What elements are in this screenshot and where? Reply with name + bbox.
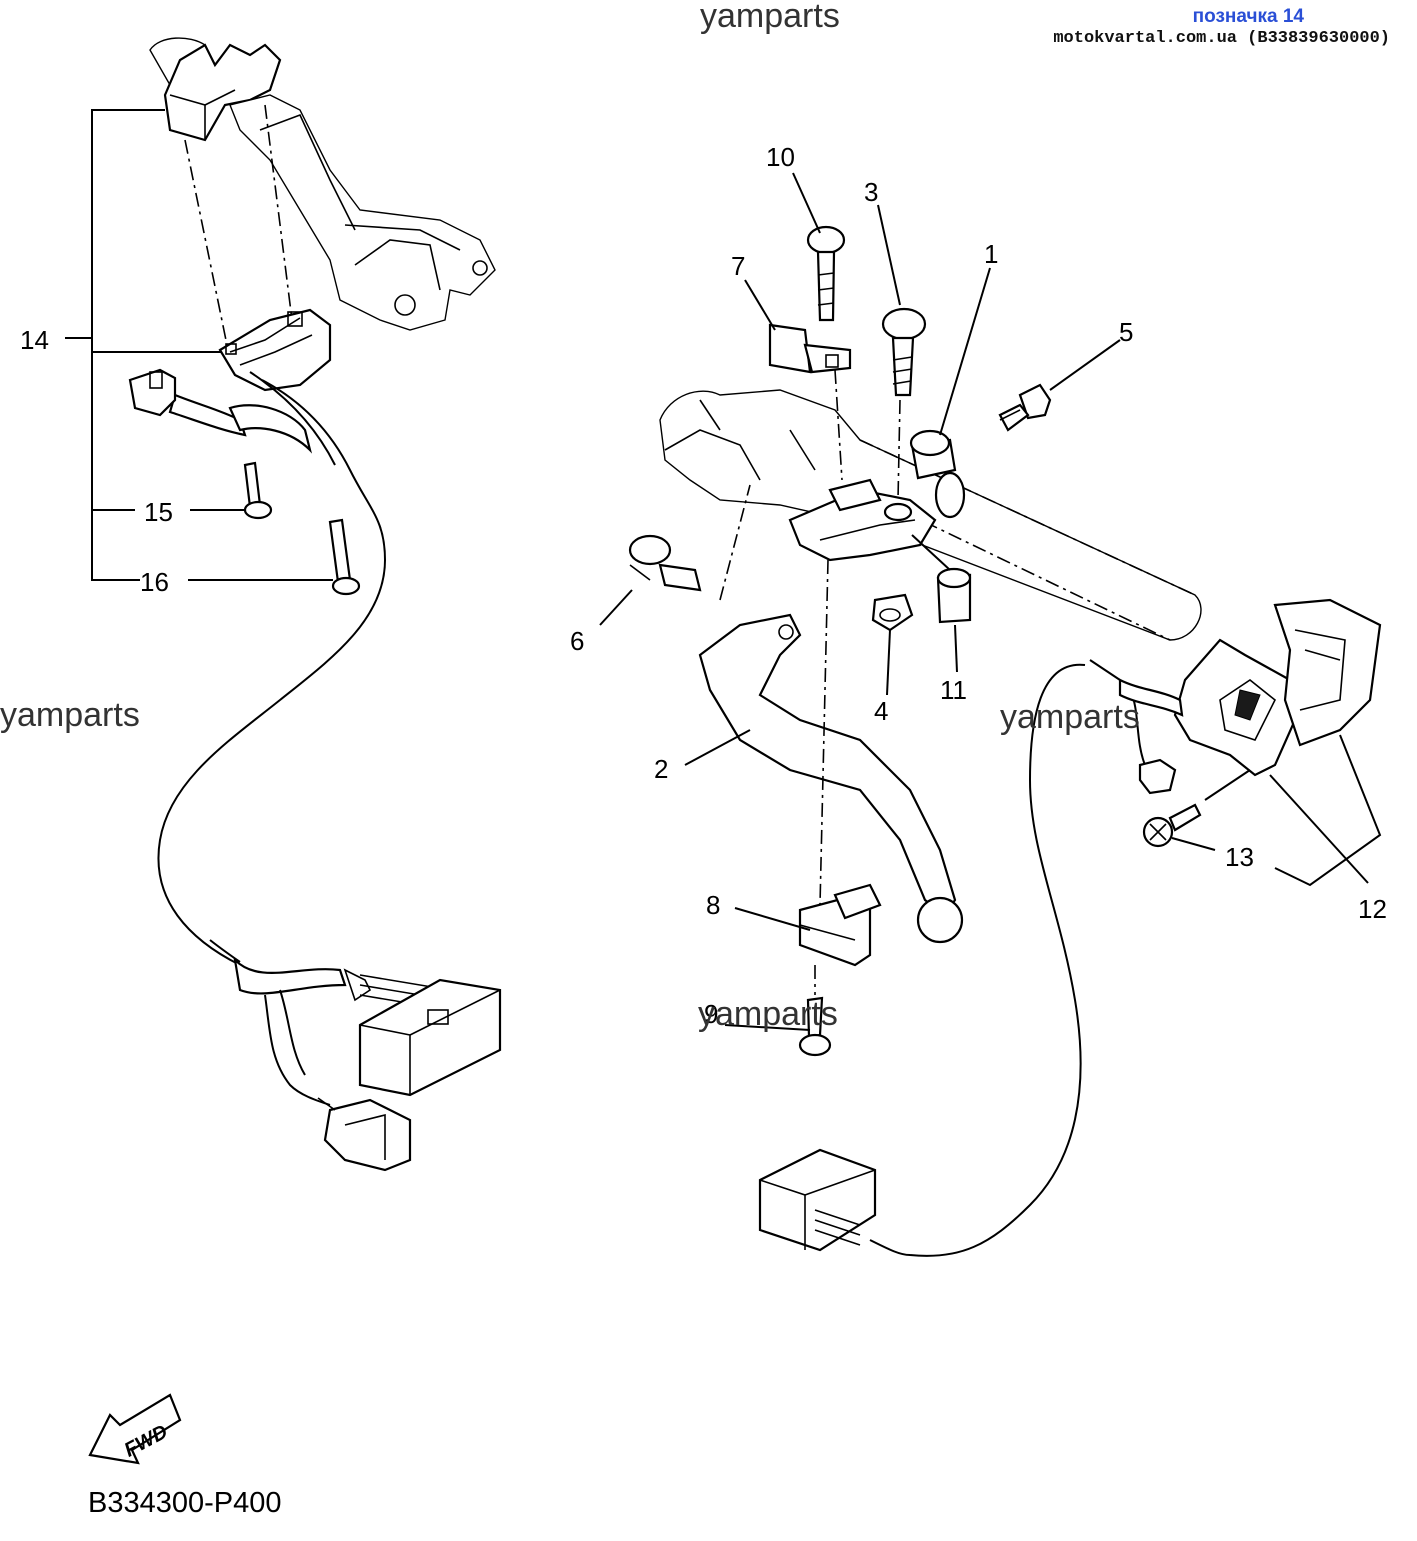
watermark: yamparts (700, 0, 840, 35)
callout-2: 2 (654, 754, 668, 784)
callout-1: 1 (984, 239, 998, 269)
callout-5: 5 (1119, 317, 1133, 347)
callout-16: 16 (140, 567, 169, 597)
source-badge: позначка 14 motokvartal.com.ua (B3383963… (1053, 6, 1390, 48)
callout-4: 4 (874, 696, 888, 726)
callout-9: 9 (704, 999, 718, 1029)
badge-label: позначка 14 (1192, 6, 1304, 27)
callout-8: 8 (706, 890, 720, 920)
callout-11: 11 (940, 675, 967, 705)
callout-6: 6 (570, 626, 584, 656)
callout-15: 15 (144, 497, 173, 527)
badge-source: motokvartal.com.ua (B33839630000) (1053, 29, 1390, 48)
watermark: yamparts (698, 995, 838, 1033)
diagram-code: B334300-P400 (88, 1487, 282, 1519)
watermark: yamparts (0, 696, 140, 734)
watermark: yamparts (1000, 698, 1140, 736)
fwd-arrow-icon: FWD (88, 1393, 182, 1465)
callout-14: 14 (20, 325, 49, 355)
callout-13: 13 (1225, 842, 1254, 872)
callout-12: 12 (1358, 894, 1387, 924)
callout-10: 10 (766, 142, 795, 172)
callout-7: 7 (731, 251, 745, 281)
right-switch-assembly (758, 598, 1382, 1257)
left-switch-assembly (65, 37, 502, 1172)
lever-holder-assembly (599, 172, 1202, 1057)
callout-3: 3 (864, 177, 878, 207)
